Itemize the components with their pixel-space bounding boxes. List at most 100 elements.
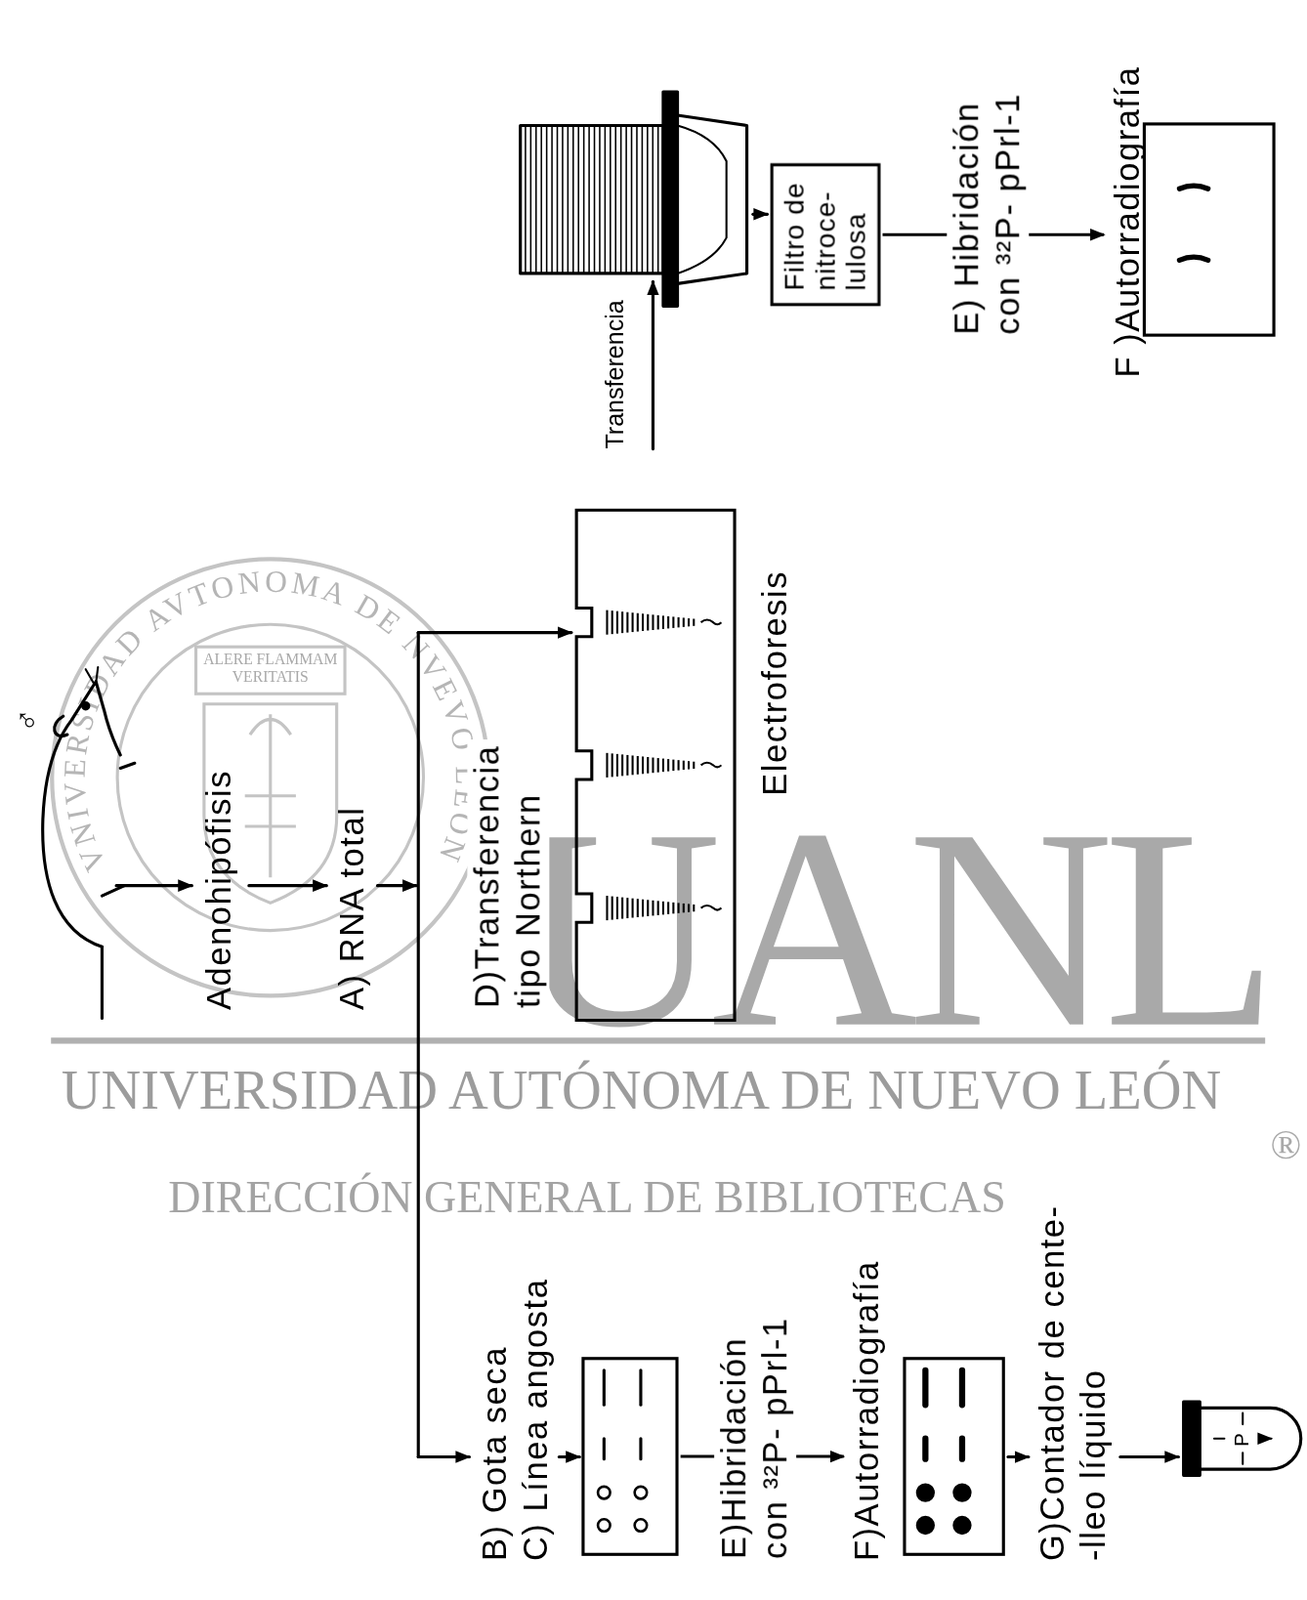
flow-arrow (418, 631, 572, 634)
lane-smear (626, 897, 629, 919)
box-outline (902, 1356, 1005, 1557)
box-text: Filtro de nitroce- lulosa (779, 178, 872, 292)
branch-line (417, 632, 421, 1458)
lane-smear (682, 903, 685, 913)
dot-sample (917, 1517, 934, 1534)
lane-smear (667, 758, 670, 772)
banner (196, 646, 345, 694)
wick (677, 125, 727, 273)
step-label: G)Contador de cente- -lleo líquido (1032, 1200, 1115, 1561)
lane-smear (687, 760, 690, 769)
lane-smear (641, 756, 644, 774)
lane-smear (667, 901, 670, 915)
paper-layer (556, 125, 559, 273)
lane-smear (621, 611, 624, 633)
torch (245, 714, 296, 878)
lane-smear (632, 898, 634, 919)
lane-smear (636, 898, 639, 918)
flow-arrow (1008, 1455, 1029, 1459)
lane-smear (672, 902, 675, 914)
paper-layer (567, 125, 570, 273)
lane-smear (605, 610, 608, 635)
paper-layer (641, 125, 644, 273)
lane-smear (692, 904, 695, 912)
box-heading: B) Gota seca (474, 1346, 516, 1561)
lane-smear (605, 895, 608, 921)
lane-smear (667, 616, 670, 630)
edge-label: E)Hibridación con ³²P- pPrl-1 (714, 1310, 797, 1561)
box-outline (581, 1356, 678, 1557)
slot-sample (638, 1370, 642, 1406)
isotope-letter: P (1229, 1433, 1255, 1447)
rat-legs (101, 762, 134, 896)
paper-layer (535, 125, 538, 273)
dot-sample (634, 1518, 648, 1532)
lane-smear (616, 896, 619, 920)
flow-arrow (377, 884, 417, 887)
seal (51, 558, 489, 996)
seal-ring (51, 558, 489, 996)
paper-layer (540, 125, 543, 273)
lane-smear (692, 761, 695, 769)
paper-layer (620, 125, 623, 273)
lane-smear (657, 615, 660, 631)
flow-arrow (753, 212, 768, 216)
paper-layer (631, 125, 633, 273)
lane-smear (632, 612, 634, 633)
watermark-text: DIRECCIÓN GENERAL DE BIBLIOTECAS (168, 1173, 1006, 1223)
rat-figure (42, 667, 135, 1018)
lane-smear (651, 900, 654, 917)
slot-sample (959, 1438, 966, 1460)
flow-arrow (249, 884, 327, 887)
step-label: Adenohipófisis (199, 769, 241, 1011)
lane-smear (677, 617, 680, 628)
lane-smear (636, 756, 639, 775)
motto-text: ALERE FLAMMAM VERITATIS (201, 650, 339, 684)
paper-layer (646, 125, 649, 273)
transfer-arrow (651, 281, 655, 449)
paper-layer (572, 125, 575, 273)
paper-stack (520, 125, 664, 273)
paper-layer (651, 125, 654, 273)
rat-tail (100, 946, 104, 1018)
lane-smear (701, 905, 722, 911)
lane-smear (621, 754, 624, 776)
paper-layer (583, 125, 586, 273)
lane-smear (646, 899, 649, 917)
slot-sample (959, 1370, 966, 1406)
paper-layer (635, 125, 638, 273)
lane-smear (641, 613, 644, 632)
lane-smear (701, 620, 722, 626)
rat-ear (54, 716, 68, 736)
box-heading: F )Autorradiografía (1106, 65, 1148, 378)
step-label: A) RNA total (331, 806, 373, 1011)
paper-layer (604, 125, 607, 273)
vial-body (1199, 1407, 1301, 1470)
lane-smear (636, 613, 639, 633)
lane-smear (626, 755, 629, 776)
lane-smear (632, 755, 634, 775)
lane-smear (687, 618, 690, 627)
slot-sample (922, 1370, 928, 1406)
slot-sample (602, 1370, 606, 1406)
flow-arrow (1120, 1455, 1180, 1459)
rna-band (1179, 256, 1208, 260)
watermark-text: UNIVERSIDAD AUTÓNOMA DE NUEVO LEÓN (61, 1060, 1223, 1122)
paper-layer (530, 125, 533, 273)
buffer-tray (677, 115, 748, 284)
membrane-box: B) Gota secaC) Línea angosta (474, 1255, 679, 1561)
paper-layer (561, 125, 564, 273)
lane-smear (651, 758, 654, 774)
lane-smear (701, 762, 722, 768)
rat-body (42, 681, 122, 948)
box-heading: Electroforesis (755, 570, 797, 797)
lane-smear (657, 900, 660, 916)
box-heading: C) Línea angosta (514, 1278, 556, 1562)
lane-smear (611, 610, 614, 634)
gel-box: Electroforesis (576, 509, 797, 1020)
radiation-arrows (1214, 1413, 1271, 1465)
paper-layer (609, 125, 612, 273)
paper-layer (588, 125, 591, 273)
lane-smear (672, 616, 675, 628)
